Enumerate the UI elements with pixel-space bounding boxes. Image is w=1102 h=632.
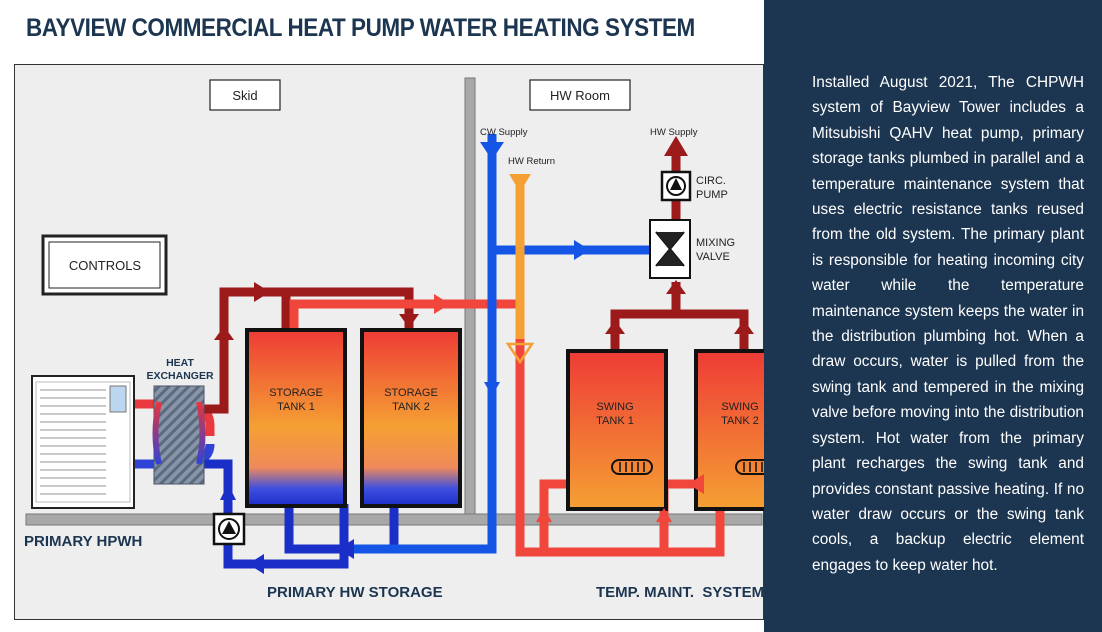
description-text: Installed August 2021, The CHPWH system … [812,74,1084,574]
storage-tank-2: STORAGE TANK 2 [360,328,462,508]
heat-exchanger-label-1: HEAT [166,357,194,369]
swing-tank-2: SWING TANK 2 [694,349,764,511]
arrow-swing2-inlet [688,474,704,494]
arrow-swing1-up [605,320,625,334]
arrow-storage-return-left [248,554,264,574]
mixing-valve-label-2: VALVE [696,251,730,263]
swing-tank-1-label-2: TANK 1 [596,415,634,427]
circ-pump-icon [660,170,692,202]
circ-pump-label-2: PUMP [696,189,728,201]
arrow-cw-down [484,382,500,396]
skid-zone-label: Skid [209,79,281,111]
hw-return-label: HW Return [508,156,555,167]
arrow-hw-return-open [505,342,535,365]
swing-tank-1: SWING TANK 1 [566,349,668,511]
cw-supply-label: CW Supply [480,127,528,138]
arrow-top-right [254,282,270,302]
circ-pump-label-1: CIRC. [696,175,726,187]
hw-room-label: HW Room [550,88,610,103]
arrow-swing2-up [734,320,754,334]
primary-hpwh-label: PRIMARY HPWH [24,533,142,550]
arrow-pump-up [220,484,236,500]
skid-label: Skid [232,88,257,103]
mixing-valve-icon [649,219,691,279]
heating-element-icon [611,459,653,475]
arrow-hw-return-down [509,174,531,192]
page-title: BAYVIEW COMMERCIAL HEAT PUMP WATER HEATI… [26,14,695,42]
hw-supply-label: HW Supply [650,127,698,138]
arrow-swing2-return [656,508,672,522]
mixing-valve-label-1: MIXING [696,237,735,249]
storage-tank-2-label-2: TANK 2 [392,401,430,413]
swing-tank-1-label-1: SWING [596,401,633,413]
storage-tank-1: STORAGE TANK 1 [245,328,347,508]
heat-exchanger: HEAT EXCHANGER [146,357,214,485]
heat-exchanger-label-2: EXCHANGER [146,370,214,382]
arrow-mix-in-up [666,280,686,294]
flow-arrows [214,136,754,574]
swing-tank-2-label-2: TANK 2 [721,415,759,427]
arrow-hw-supply-up [664,136,688,156]
arrow-recirc-right [434,294,450,314]
storage-tank-2-label-1: STORAGE [384,387,438,399]
arrow-cw-to-mixing [574,240,590,260]
arrow-swing1-return [536,508,552,522]
heating-element-icon [735,459,764,475]
arrow-riser-up [214,326,234,340]
description-panel: Installed August 2021, The CHPWH system … [764,0,1102,632]
primary-pump-icon [212,512,246,546]
arrow-cw-supply-in [480,142,504,160]
arrow-tank2-down [399,314,419,328]
room-divider-wall [464,77,476,515]
system-diagram: Skid HW Room CONTROLS STORAGE TANK 1 [14,64,764,620]
primary-hw-storage-label: PRIMARY HW STORAGE [267,584,443,601]
hw-room-zone-label: HW Room [529,79,631,111]
storage-tank-1-label-1: STORAGE [269,387,323,399]
swing-tank-2-label-1: SWING [721,401,758,413]
heat-pump-unit [31,375,135,509]
temp-maint-system-label: TEMP. MAINT. SYSTEM [596,584,764,601]
controls-label: CONTROLS [69,258,142,273]
storage-tank-1-label-2: TANK 1 [277,401,315,413]
arrow-tank1-bottom [338,539,354,559]
controls-panel: CONTROLS [41,234,168,296]
cw-to-storage-pipe [344,134,497,554]
